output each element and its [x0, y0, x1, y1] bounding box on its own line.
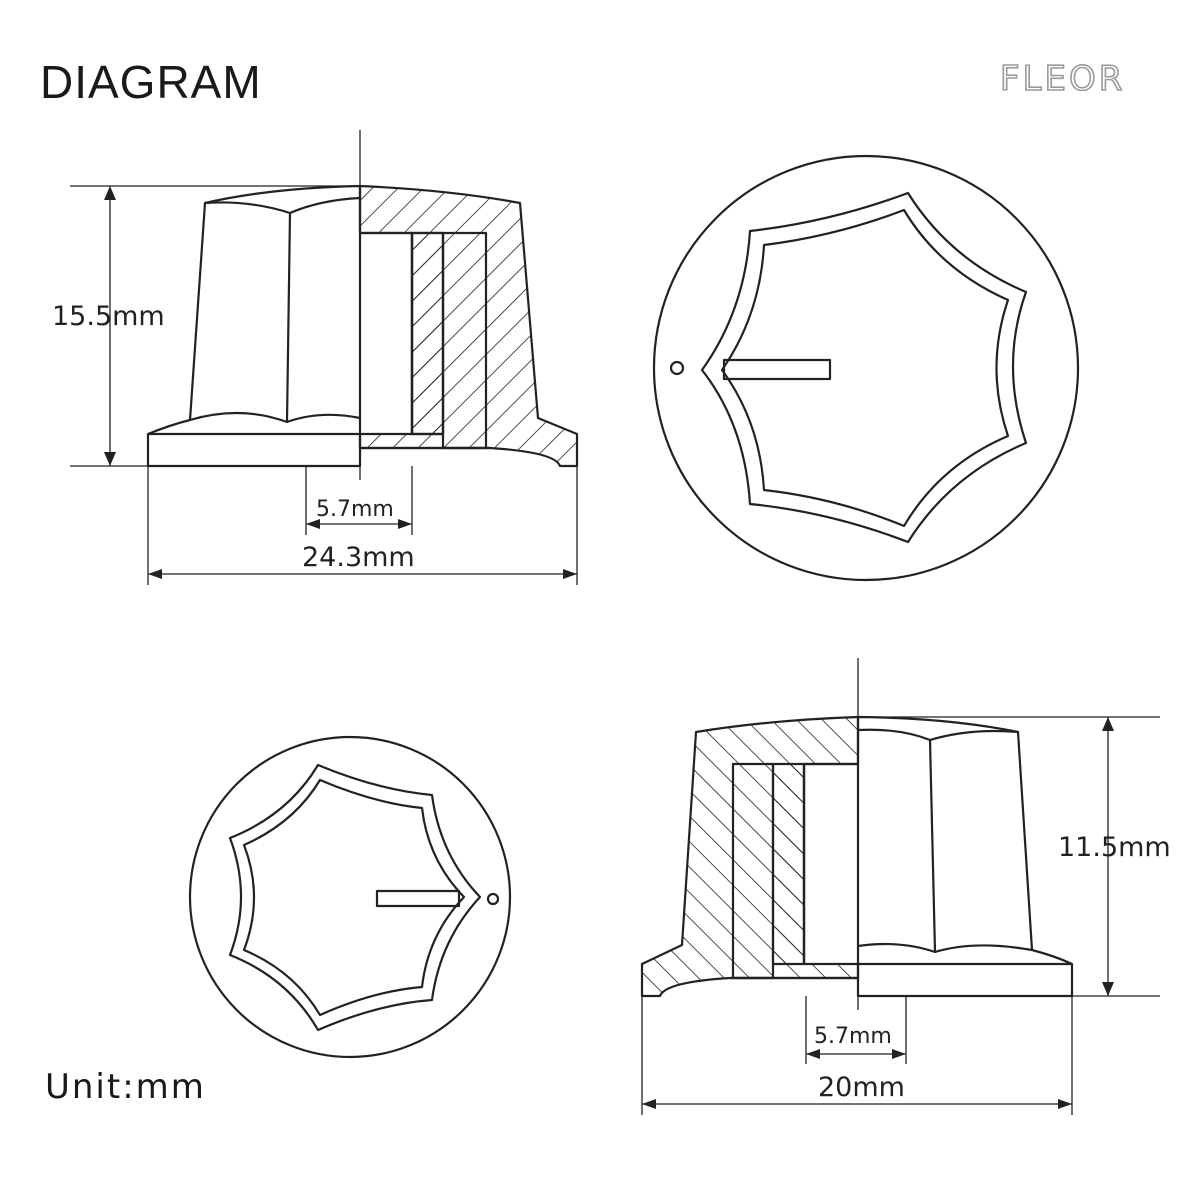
- large-knob-shaft-label: 5.7mm: [316, 497, 394, 522]
- large-knob-width-label: 24.3mm: [302, 542, 415, 573]
- small-knob-shaft-label: 5.7mm: [814, 1024, 892, 1049]
- brand-logo: FLEOR: [1000, 59, 1125, 99]
- small-knob-width-label: 20mm: [818, 1072, 905, 1103]
- small-knob-side-view: [640, 658, 1160, 1115]
- small-knob-height-label: 11.5mm: [1058, 832, 1171, 863]
- unit-label: Unit:mm: [45, 1067, 206, 1107]
- small-knob-top-view: [188, 735, 512, 1059]
- large-knob-side-view: [70, 130, 579, 585]
- page-title: DIAGRAM: [40, 56, 262, 108]
- large-knob-top-view: [652, 154, 1080, 582]
- large-knob-height-label: 15.5mm: [52, 301, 165, 332]
